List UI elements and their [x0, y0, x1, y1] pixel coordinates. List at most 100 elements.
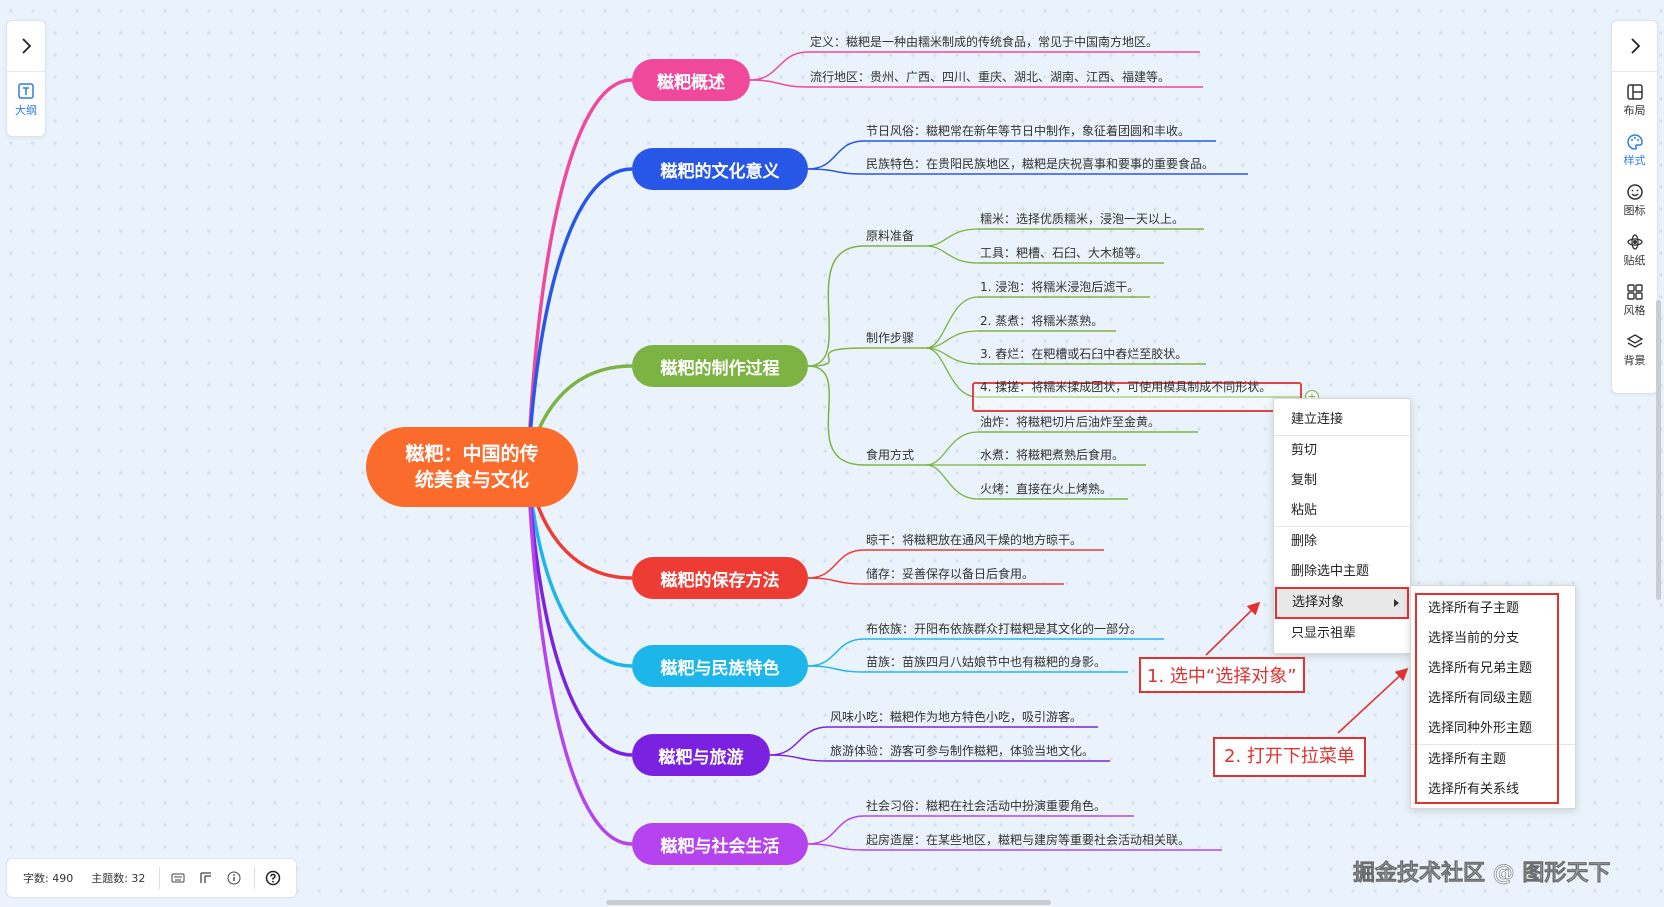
leaf-topic[interactable]: 晾干：将糍粑放在通风干燥的地方晾干。 [866, 533, 1083, 547]
leaf-topic[interactable]: 火烤：直接在火上烤熟。 [980, 482, 1113, 496]
leaf-connector [925, 245, 979, 264]
right-panel-label: 样式 [1623, 154, 1646, 167]
leaf-topic[interactable]: 2. 蒸煮：将糯米蒸熟。 [980, 314, 1104, 328]
group-topic[interactable]: 制作步骤 [866, 331, 915, 345]
branch-topic[interactable]: 糍粑与社会生活 [632, 823, 808, 865]
submenu-select-all-topics[interactable]: 选择所有主题 [1428, 752, 1507, 767]
right-panel-smiley-button[interactable]: 图标 [1612, 182, 1657, 222]
leaf-connector [807, 638, 865, 667]
leaf-topic[interactable]: 3. 舂烂：在粑槽或石臼中舂烂至胶状。 [980, 347, 1188, 361]
leaf-topic[interactable]: 流行地区：贵州、广西、四川、重庆、湖北、湖南、江西、福建等。 [810, 70, 1171, 84]
leaf-topic[interactable]: 苗族：苗族四月八姑娘节中也有糍粑的身影。 [866, 655, 1107, 669]
menu-item-delete-selected[interactable]: 删除选中主题 [1291, 564, 1370, 579]
leaf-connector [749, 51, 809, 81]
leaf-topic[interactable]: 1. 浸泡：将糯米浸泡后滤干。 [980, 280, 1140, 294]
submenu-arrow-icon [1394, 599, 1399, 607]
menu-item-delete[interactable]: 删除 [1291, 534, 1318, 549]
watermark: 掘金技术社区 @ 图形天下 [1353, 861, 1611, 887]
leaf-connector [925, 330, 979, 349]
sticker-icon [1626, 234, 1643, 250]
status-divider [254, 867, 256, 889]
leaf-topic[interactable]: 旅游体验：游客可参与制作糍粑，体验当地文化。 [830, 744, 1095, 758]
group-topic[interactable]: 食用方式 [866, 448, 915, 462]
leaf-connector [807, 815, 865, 845]
submenu-select-all-children[interactable]: 选择所有子主题 [1428, 601, 1520, 616]
leaf-topic[interactable]: 社会习俗：糍粑在社会活动中扮演重要角色。 [866, 799, 1107, 813]
right-panel-label: 图标 [1623, 204, 1646, 217]
leaf-connector [807, 140, 865, 170]
right-panel-grid-button[interactable]: 风格 [1612, 282, 1657, 322]
menu-item-paste[interactable]: 粘贴 [1291, 503, 1318, 518]
leaf-topic[interactable]: 储存：妥善保存以备日后食用。 [866, 567, 1035, 581]
word-count: 字数: 490 [23, 872, 74, 885]
vertical-scrollbar[interactable] [1656, 300, 1661, 600]
leaf-topic[interactable]: 4. 揉搓：将糯米揉成团状，可使用模具制成不同形状。 [980, 380, 1272, 394]
group-topic[interactable]: 原料准备 [866, 229, 915, 243]
keyboard-icon[interactable] [170, 870, 186, 886]
chevron-right-icon [1630, 38, 1640, 54]
submenu-select-same-level[interactable]: 选择所有同级主题 [1428, 691, 1533, 706]
topic-count: 主题数: 32 [91, 872, 146, 885]
right-panel-label: 贴纸 [1623, 254, 1646, 267]
group-connector [807, 347, 865, 367]
status-bar: 字数: 490 主题数: 32 [6, 858, 297, 898]
leaf-topic[interactable]: 民族特色：在贵阳民族地区，糍粑是庆祝喜事和要事的重要食品。 [866, 157, 1215, 171]
branch-topic[interactable]: 糍粑的保存方法 [632, 557, 808, 599]
leaf-connector [925, 296, 979, 349]
branch-topic[interactable]: 糍粑与旅游 [632, 734, 770, 776]
menu-item-create-link[interactable]: 建立连接 [1291, 412, 1344, 427]
leaf-topic[interactable]: 定义：糍粑是一种由糯米制成的传统食品，常见于中国南方地区。 [810, 35, 1159, 49]
menu-divider [1411, 744, 1575, 745]
leaf-connector [807, 843, 865, 851]
branch-topic[interactable]: 糍粑的文化意义 [632, 148, 808, 190]
info-icon[interactable] [226, 870, 242, 886]
smiley-icon [1626, 184, 1643, 200]
leaf-topic[interactable]: 糯米：选择优质糯米，浸泡一天以上。 [980, 212, 1185, 226]
menu-item-show-ancestors[interactable]: 只显示祖辈 [1291, 626, 1357, 641]
branch-connector [526, 167, 633, 468]
leaf-connector [925, 347, 979, 398]
menu-item-select-object[interactable]: 选择对象 [1275, 587, 1409, 619]
submenu-select-same-shape[interactable]: 选择同种外形主题 [1428, 721, 1533, 736]
submenu-select-all-siblings[interactable]: 选择所有兄弟主题 [1428, 661, 1533, 676]
selected-topic-frame [972, 382, 1302, 412]
leaf-topic[interactable]: 油炸：将糍粑切片后油炸至金黄。 [980, 415, 1161, 429]
branch-topic[interactable]: 糍粑的制作过程 [632, 345, 808, 387]
branch-topic[interactable]: 糍粑与民族特色 [632, 645, 808, 687]
right-panel-label: 风格 [1623, 304, 1646, 317]
root-topic[interactable]: 糍粑：中国的传统美食与文化 [366, 427, 578, 507]
submenu-highlight-box [1415, 593, 1559, 804]
outline-button[interactable]: 大纲 [7, 82, 45, 118]
layout-icon [1626, 84, 1643, 100]
right-panel-layers-button[interactable]: 背景 [1612, 332, 1657, 372]
branch-connector [526, 78, 633, 468]
right-panel-palette-button[interactable]: 样式 [1612, 132, 1657, 172]
leaf-topic[interactable]: 工具：粑槽、石臼、大木槌等。 [980, 246, 1149, 260]
right-panel: 布局样式图标贴纸风格背景 [1611, 20, 1658, 394]
leaf-connector [749, 79, 809, 88]
help-icon[interactable] [265, 870, 281, 886]
menu-item-cut[interactable]: 剪切 [1291, 443, 1318, 458]
outline-label: 大纲 [15, 104, 37, 117]
leaf-topic[interactable]: 节日风俗：糍粑常在新年等节日中制作，象征着团圆和丰收。 [866, 124, 1191, 138]
right-panel-layout-button[interactable]: 布局 [1612, 82, 1657, 122]
submenu-select-all-relations[interactable]: 选择所有关系线 [1428, 782, 1520, 797]
minimap-icon[interactable] [198, 870, 214, 886]
leaf-topic[interactable]: 布依族：开阳布依族群众打糍粑是其文化的一部分。 [866, 622, 1143, 636]
leaf-connector [807, 168, 865, 175]
leaf-topic[interactable]: 水煮：将糍粑煮熟后食用。 [980, 448, 1125, 462]
right-panel-sticker-button[interactable]: 贴纸 [1612, 232, 1657, 272]
branch-connector [526, 466, 633, 846]
palette-icon [1626, 134, 1643, 150]
leaf-connector [925, 347, 979, 365]
horizontal-scrollbar[interactable] [606, 900, 1051, 905]
submenu-select-current-branch[interactable]: 选择当前的分支 [1428, 631, 1520, 646]
menu-item-copy[interactable]: 复制 [1291, 473, 1318, 488]
context-menu: 建立连接 剪切 复制 粘贴 删除 删除选中主题 选择对象 只显示祖辈 [1273, 398, 1411, 654]
expand-left-button[interactable] [7, 21, 45, 72]
expand-right-button[interactable] [1612, 21, 1657, 72]
left-panel: 大纲 [6, 20, 46, 137]
leaf-topic[interactable]: 风味小吃：糍粑作为地方特色小吃，吸引游客。 [830, 710, 1083, 724]
branch-topic[interactable]: 糍粑概述 [632, 59, 750, 101]
leaf-topic[interactable]: 起房造屋：在某些地区，糍粑与建房等重要社会活动相关联。 [866, 833, 1191, 847]
